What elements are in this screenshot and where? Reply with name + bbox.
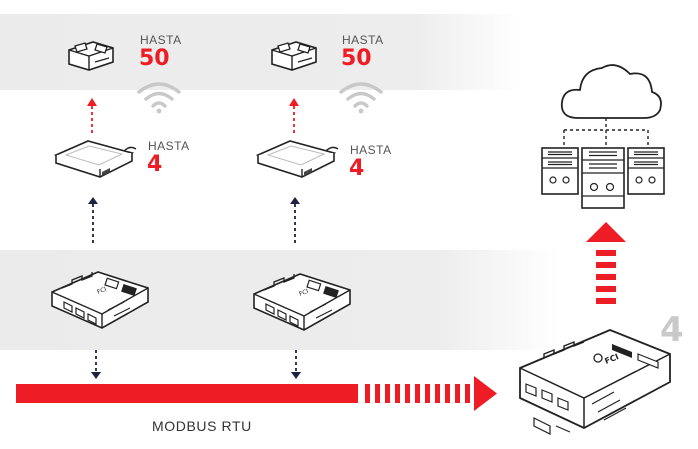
server-icon <box>627 147 665 195</box>
column-1-top-label: HASTA <box>140 33 182 47</box>
gateway-pad-icon <box>255 140 339 178</box>
red-uplink-arrow <box>289 98 299 136</box>
bus-label: MODBUS RTU <box>152 418 252 434</box>
column-1-mid-label: HASTA <box>148 139 190 153</box>
navy-uplink-arrow <box>290 197 300 245</box>
server-icon <box>581 147 625 209</box>
modbus-bus-arrow <box>16 376 497 411</box>
wifi-signal-icon <box>339 82 383 114</box>
wifi-signal-icon <box>137 82 181 114</box>
module-brand-mark: FCI <box>298 288 310 298</box>
controller-count: 4 <box>660 310 684 350</box>
navy-downlink-arrow <box>291 350 301 379</box>
column-2-top-value: 50 <box>341 46 372 71</box>
wireless-sensor-tag-icon <box>271 41 317 71</box>
main-controller-icon: FCI <box>519 329 671 435</box>
column-2-mid-value: 4 <box>349 156 365 181</box>
module-brand-mark: FCI <box>96 286 108 296</box>
column-2-top-label: HASTA <box>342 33 384 47</box>
wireless-sensor-tag-icon <box>68 41 114 71</box>
io-module-icon: FCI <box>51 271 149 329</box>
column-2-mid-label: HASTA <box>350 143 392 157</box>
navy-uplink-arrow <box>88 197 98 245</box>
cloud-uplink-arrow <box>586 222 626 304</box>
cloud-icon <box>560 64 662 119</box>
network-dotted-links <box>563 118 649 146</box>
navy-downlink-arrow <box>91 350 101 379</box>
server-icon <box>541 147 579 195</box>
column-1-top-value: 50 <box>139 46 170 71</box>
gateway-pad-icon <box>53 140 137 178</box>
column-1-mid-value: 4 <box>147 152 163 177</box>
io-module-icon: FCI <box>253 273 351 331</box>
red-uplink-arrow <box>87 98 97 136</box>
